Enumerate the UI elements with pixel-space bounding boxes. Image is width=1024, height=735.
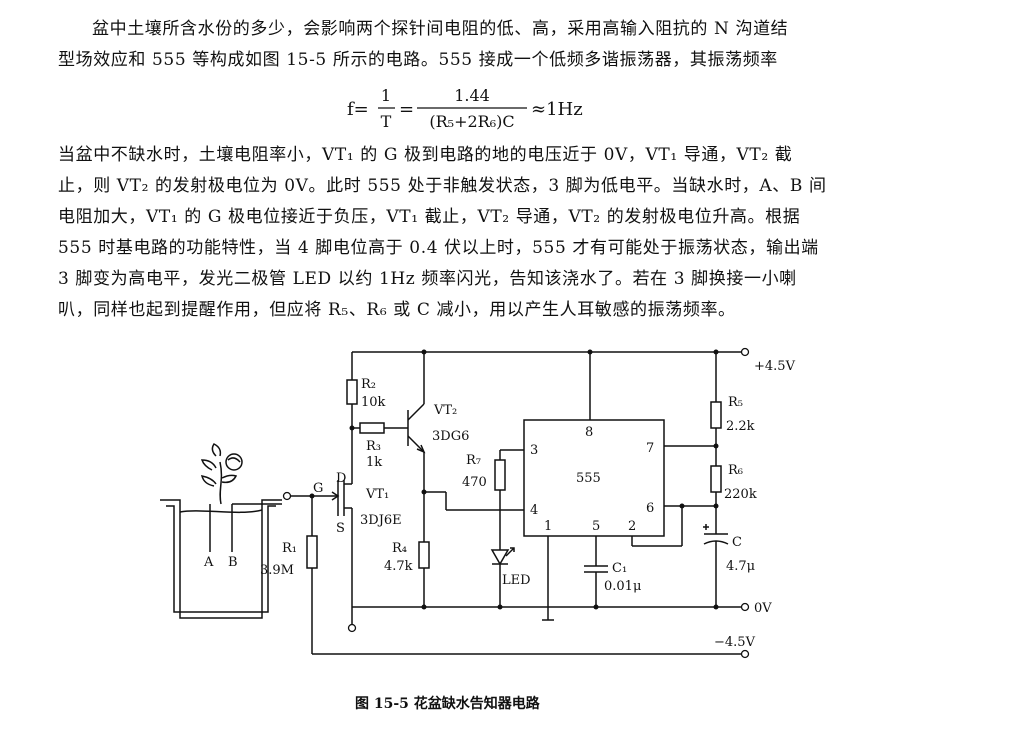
pin6-label: 6 <box>646 501 654 516</box>
figure-caption: 图 15-5 花盆缺水告知器电路 <box>355 696 540 712</box>
source-label: S <box>336 521 345 536</box>
formula-num1: 1 <box>381 86 391 105</box>
r1-name: R₁ <box>282 541 297 556</box>
vt2-type: 3DG6 <box>432 429 469 444</box>
intro-line: 盆中土壤所含水份的多少，会影响两个探针间电阻的低、高，采用高输入阻抗的 N 沟道… <box>92 19 789 39</box>
c-name: C <box>732 535 742 550</box>
vt1-type: 3DJ6E <box>360 513 402 528</box>
frequency-formula: f= 1 T = 1.44 (R₅+2R₆)C ≈1Hz <box>347 86 583 131</box>
body-line: 当盆中不缺水时，土壤电阻率小，VT₁ 的 G 极到电路的地的电压近于 0V，VT… <box>58 145 793 165</box>
r1-value: 3.9M <box>260 563 294 578</box>
vplus-label: +4.5V <box>754 359 796 374</box>
intro-paragraph: 盆中土壤所含水份的多少，会影响两个探针间电阻的低、高，采用高输入阻抗的 N 沟道… <box>58 14 958 76</box>
formula-den2: (R₅+2R₆)C <box>429 112 514 131</box>
r2-name: R₂ <box>361 377 376 392</box>
r6-name: R₆ <box>728 463 743 478</box>
flower-pot <box>160 443 282 619</box>
zero-terminal <box>740 602 750 612</box>
pin1-label: 1 <box>544 519 552 534</box>
r3-name: R₃ <box>366 439 381 454</box>
r4-value: 4.7k <box>384 559 413 574</box>
r6-value: 220k <box>724 487 757 502</box>
circuit-diagram: +4.5V 0V −4.5V R₂ 10k R₃ 1k VT₂ 3DG6 VT₁… <box>160 347 796 659</box>
r3-value: 1k <box>366 455 382 470</box>
pin8-label: 8 <box>585 425 593 440</box>
ic-label: 555 <box>576 471 601 486</box>
intro-line: 型场效应和 555 等构成如图 15-5 所示的电路。555 接成一个低频多谐振… <box>58 50 778 70</box>
r7-value: 470 <box>462 475 487 490</box>
formula-den1: T <box>381 112 392 131</box>
formula-num2: 1.44 <box>454 86 490 105</box>
body-line: 止，则 VT₂ 的发射极电位为 0V。此时 555 处于非触发状态，3 脚为低电… <box>58 176 827 196</box>
r4-name: R₄ <box>392 541 407 556</box>
r2-value: 10k <box>361 395 386 410</box>
probe-b-label: B <box>228 555 238 570</box>
pin7-label: 7 <box>646 441 654 456</box>
pin3-label: 3 <box>530 443 538 458</box>
formula-lhs: f= <box>347 99 369 120</box>
body-paragraph: 当盆中不缺水时，土壤电阻率小，VT₁ 的 G 极到电路的地的电压近于 0V，VT… <box>58 140 958 326</box>
pin2-label: 2 <box>628 519 636 534</box>
body-line: 3 脚变为高电平，发光二极管 LED 以约 1Hz 频率闪光，告知该浇水了。若在… <box>58 269 797 289</box>
formula-eq: = <box>399 99 414 120</box>
vplus-terminal <box>740 347 750 357</box>
r5-value: 2.2k <box>726 419 755 434</box>
c1-name: C₁ <box>612 561 627 576</box>
probe-a-label: A <box>203 555 214 570</box>
vt2-name: VT₂ <box>433 403 457 418</box>
body-line: 叭，同样也起到提醒作用，但应将 R₅、R₆ 或 C 减小，用以产生人耳敏感的振荡… <box>58 300 736 320</box>
pin5-label: 5 <box>592 519 600 534</box>
gate-label: G <box>313 481 323 496</box>
vt1-name: VT₁ <box>365 487 389 502</box>
pin4-label: 4 <box>530 503 538 518</box>
led-label: LED <box>502 573 531 588</box>
r5-name: R₅ <box>728 395 743 410</box>
c1-value: 0.01μ <box>604 579 641 594</box>
c-value: 4.7μ <box>726 559 755 574</box>
zero-label: 0V <box>754 601 772 616</box>
r7-name: R₇ <box>466 453 481 468</box>
formula-approx: ≈1Hz <box>531 99 583 120</box>
vminus-terminal <box>740 649 750 659</box>
drain-label: D <box>336 471 346 486</box>
vminus-label: −4.5V <box>714 635 756 650</box>
body-line: 555 时基电路的功能特性，当 4 脚电位高于 0.4 伏以上时，555 才有可… <box>58 238 819 258</box>
body-line: 电阻加大，VT₁ 的 G 极电位接近于负压，VT₁ 截止，VT₂ 导通，VT₂ … <box>58 207 801 227</box>
